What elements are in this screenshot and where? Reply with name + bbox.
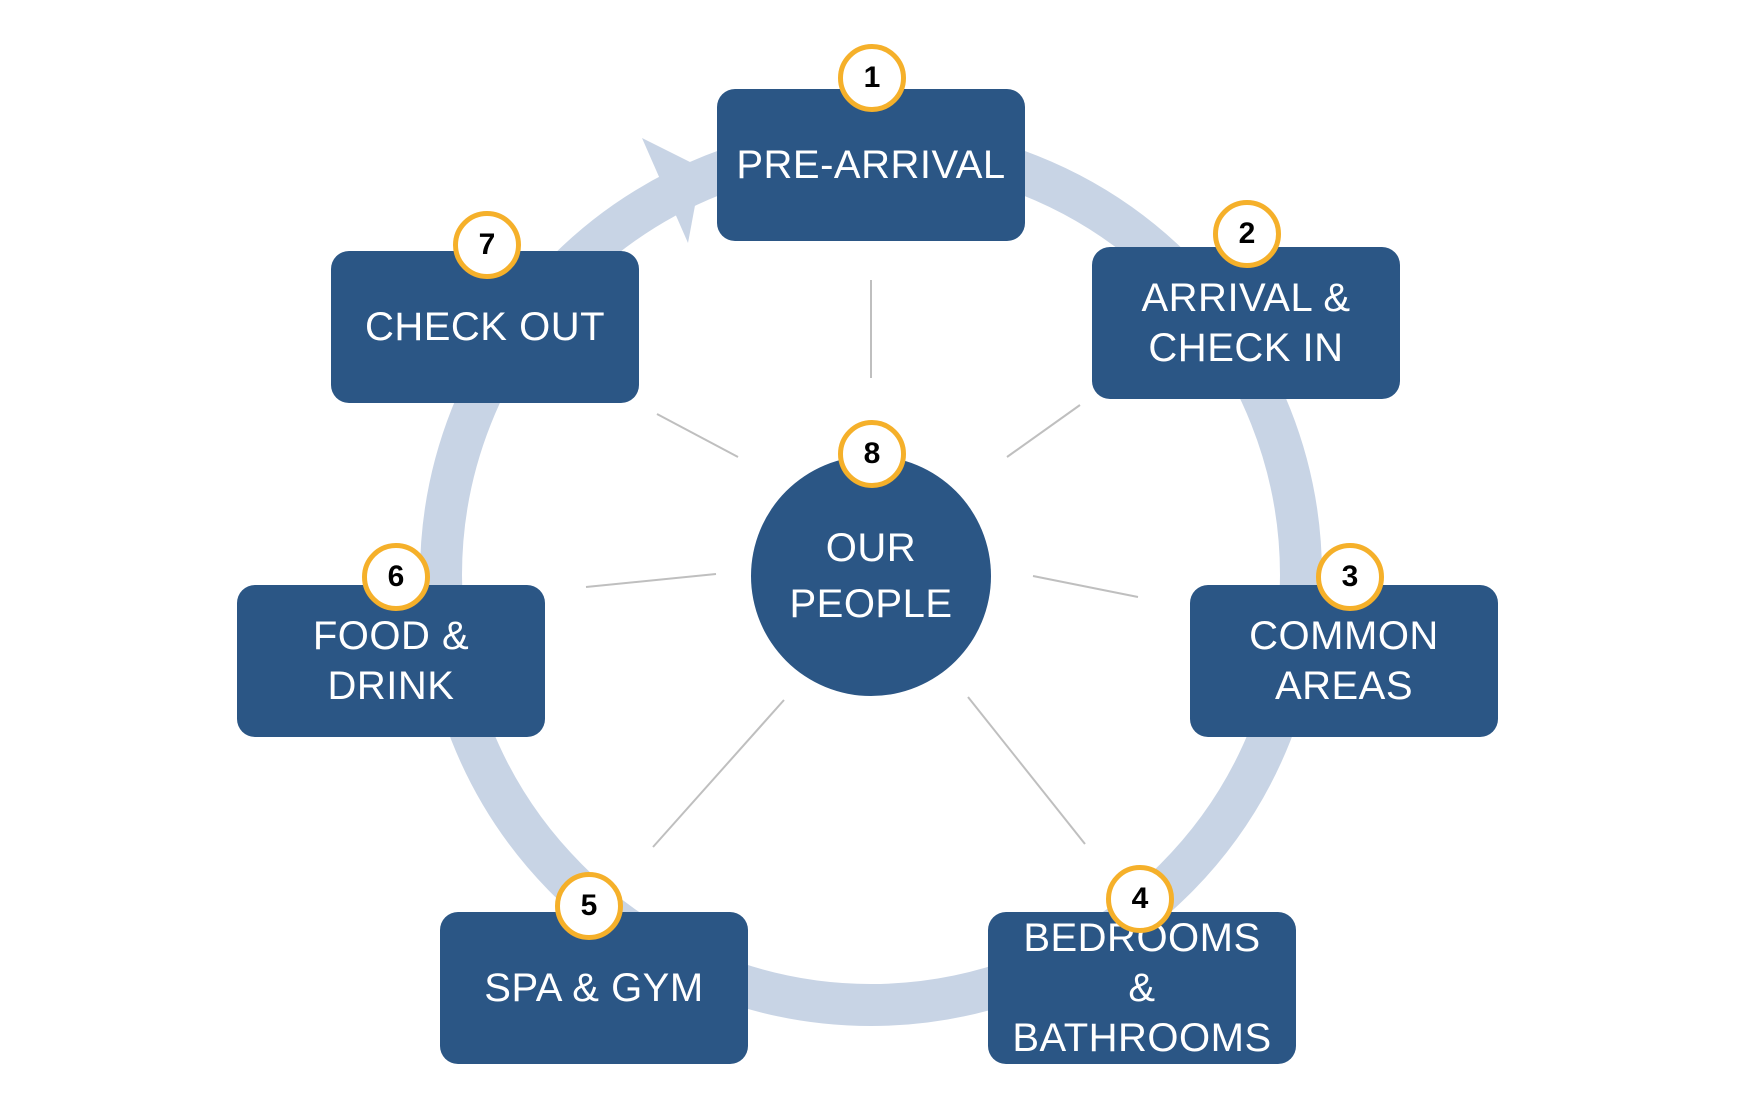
step-number-badge-1: 1 [838, 44, 906, 112]
step-number-badge-2: 2 [1213, 200, 1281, 268]
step-number-badge-6: 6 [362, 543, 430, 611]
stage-label-common-areas: COMMON AREAS [1249, 614, 1439, 708]
stage-box-arrival-check-in: ARRIVAL & CHECK IN [1092, 247, 1400, 399]
stage-label-bedrooms-bathrooms: BEDROOMS & BATHROOMS [1012, 916, 1272, 1060]
spoke-line-4 [967, 696, 1086, 845]
stage-label-pre-arrival: PRE-ARRIVAL [736, 143, 1006, 187]
spoke-line-3 [1032, 575, 1139, 598]
stage-box-bedrooms-bathrooms: BEDROOMS & BATHROOMS [988, 912, 1296, 1064]
step-number-badge-5: 5 [555, 872, 623, 940]
stage-label-food-drink: FOOD & DRINK [312, 614, 470, 708]
cycle-arrowhead [642, 138, 702, 243]
center-label-our-people: OUR PEOPLE [789, 526, 953, 626]
step-number-badge-4: 4 [1106, 865, 1174, 933]
stage-label-arrival-check-in: ARRIVAL & CHECK IN [1141, 276, 1351, 370]
stage-label-spa-gym: SPA & GYM [484, 966, 704, 1010]
spoke-line-6 [585, 573, 717, 588]
spoke-line-5 [652, 699, 785, 848]
spoke-line-7 [656, 413, 739, 458]
stage-label-check-out: CHECK OUT [364, 305, 606, 349]
stage-box-spa-gym: SPA & GYM [440, 912, 748, 1064]
step-number-badge-3: 3 [1316, 543, 1384, 611]
stage-box-pre-arrival: PRE-ARRIVAL [717, 89, 1025, 241]
step-number-badge-7: 7 [453, 211, 521, 279]
step-number-badge-8: 8 [838, 420, 906, 488]
center-circle-our-people: OUR PEOPLE [751, 456, 991, 696]
spoke-line-2 [1006, 404, 1081, 458]
